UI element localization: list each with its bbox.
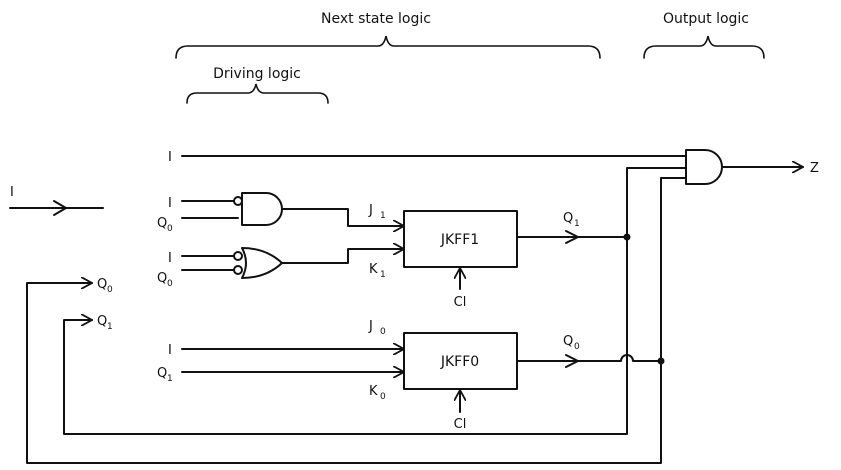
and-to-j1-wire xyxy=(281,208,405,226)
external-input-label: I xyxy=(10,185,14,200)
q0-to-output-gate xyxy=(660,177,687,362)
output-and-gate xyxy=(685,149,723,185)
jkff1-label: JKFF1 xyxy=(440,232,479,248)
top-I-label: I xyxy=(168,150,172,165)
ff0-j-label: J xyxy=(368,319,373,334)
feedback-q0-label: Q xyxy=(97,277,107,292)
feedback-q1-sub: 1 xyxy=(107,322,113,332)
and-in2-label: Q xyxy=(157,216,167,231)
output-logic-brace xyxy=(643,35,765,59)
ff1-output-arrow xyxy=(565,230,579,244)
next-state-logic-heading: Next state logic xyxy=(321,11,431,27)
ff1-output-sub: 1 xyxy=(574,219,580,229)
q1-feedback-loop xyxy=(63,236,628,435)
ff0-k-label: K xyxy=(369,384,378,399)
jkff0-label: JKFF0 xyxy=(440,354,479,370)
feedback-q0-sub: 0 xyxy=(107,285,113,295)
ff0-in2-label: Q xyxy=(157,366,167,381)
ff0-output-wire xyxy=(516,354,662,362)
driving-or-gate xyxy=(241,247,283,279)
or-in1-label: I xyxy=(168,251,172,266)
ff1-k-sub: 1 xyxy=(380,270,386,280)
or-to-k1-wire xyxy=(281,249,405,264)
ff1-clock-label: Cl xyxy=(454,295,467,310)
ff0-k-sub: 0 xyxy=(380,392,386,402)
and-in1-label: I xyxy=(168,196,172,211)
output-logic-heading: Output logic xyxy=(663,11,749,27)
driving-logic-heading: Driving logic xyxy=(213,66,301,82)
jkff1-box xyxy=(403,210,518,268)
or-in2-label: Q xyxy=(157,271,167,286)
ff1-output-label: Q xyxy=(563,211,573,226)
q0-feedback-loop xyxy=(26,283,662,464)
and-invert-bubble xyxy=(233,196,243,206)
ff0-j-sub: 0 xyxy=(380,327,386,337)
or-invert-bubble-2 xyxy=(233,265,243,275)
ff0-in2-sub: 1 xyxy=(167,374,173,384)
ff0-output-label: Q xyxy=(563,334,573,349)
ff0-clock-label: Cl xyxy=(454,417,467,432)
driving-logic-brace xyxy=(186,83,329,104)
or-invert-bubble-1 xyxy=(233,251,243,261)
ff1-k-label: K xyxy=(369,262,378,277)
ff0-output-arrow xyxy=(565,354,579,368)
or-in2-sub: 0 xyxy=(167,279,173,289)
ff0-output-sub: 0 xyxy=(574,342,580,352)
feedback-q1-label: Q xyxy=(97,314,107,329)
ff0-in1-label: I xyxy=(168,343,172,358)
ff1-j-sub: 1 xyxy=(380,211,386,221)
output-z-label: Z xyxy=(810,161,819,176)
q1-to-output-gate xyxy=(626,167,687,238)
and-in2-sub: 0 xyxy=(167,224,173,234)
driving-and-gate xyxy=(241,192,283,226)
external-input-arrow xyxy=(53,200,67,216)
ff1-j-label: J xyxy=(368,203,373,218)
next-state-logic-brace xyxy=(175,35,601,59)
